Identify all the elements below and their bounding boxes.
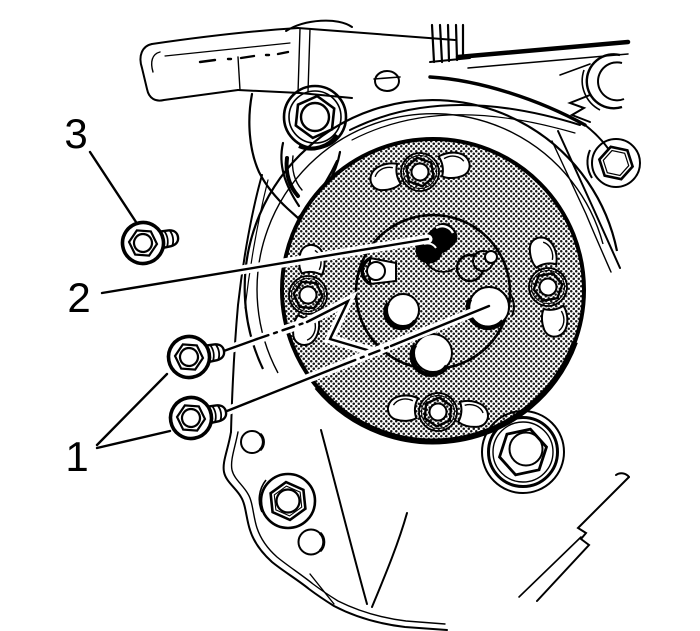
leader-line-1b — [95, 429, 172, 450]
cover-right-edge — [551, 130, 621, 273]
cover-left-edge — [222, 174, 448, 631]
camshaft-actuator-plate — [280, 137, 586, 445]
callout-label-1: 1 — [65, 433, 88, 480]
hex-bolt-right — [586, 138, 641, 188]
leader-line-2 — [100, 237, 430, 295]
cover-bottom-lines — [309, 429, 630, 608]
engine-mount-bracket — [139, 19, 631, 156]
leader-zigzag — [305, 298, 376, 354]
boss-top-right — [581, 53, 625, 111]
boss-bolt-lower-left — [240, 430, 326, 556]
socket-head-bolt-lower-right — [481, 410, 565, 494]
leader-line-1a — [95, 372, 169, 447]
leader-lines — [88, 150, 494, 450]
boss-bolt-upper-left — [282, 84, 348, 151]
leader-line-3 — [88, 150, 138, 224]
callout-label-2: 2 — [67, 274, 90, 321]
callout-label-3: 3 — [64, 110, 87, 157]
